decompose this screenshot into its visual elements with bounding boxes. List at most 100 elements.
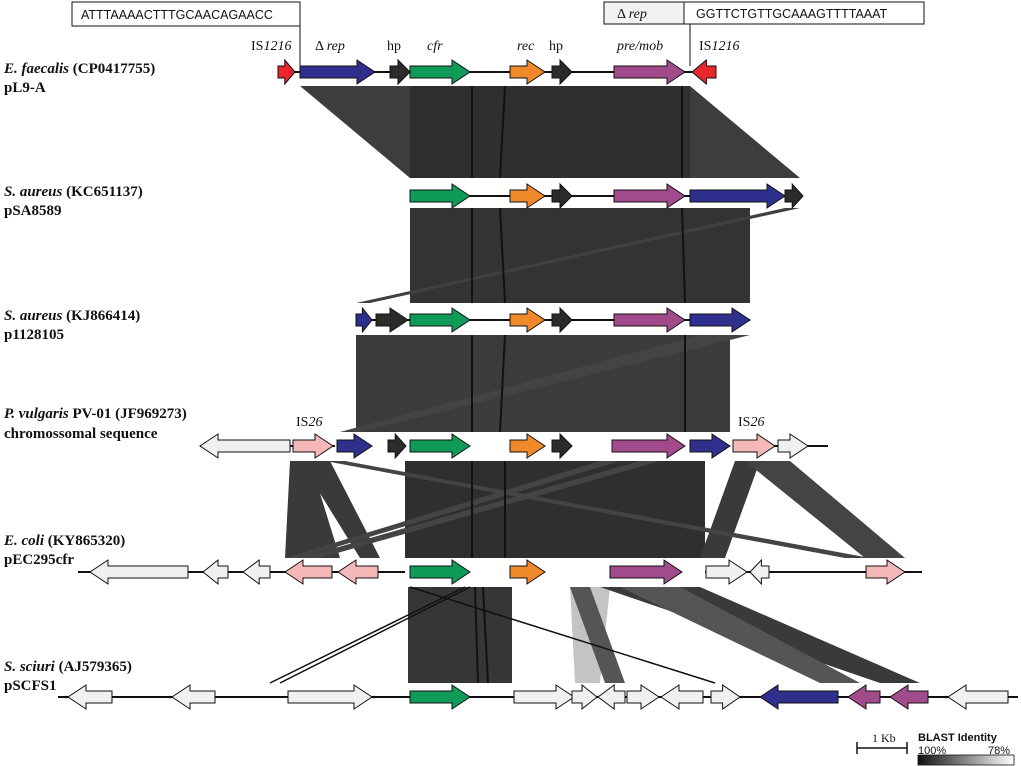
scale-bar: 1 Kb: [856, 731, 908, 754]
gene-delta-rep: [299, 59, 376, 85]
scale-bar-label: 1 Kb: [872, 731, 896, 745]
gene-hp: [375, 307, 409, 333]
gene-rep: [689, 183, 786, 209]
homology-block: [325, 461, 870, 558]
track-2-name: pSA8589: [4, 203, 62, 219]
gene-other: [597, 684, 626, 710]
label-is26-right: IS26: [738, 415, 764, 430]
gene-rep: [689, 307, 751, 333]
gene-rep: [336, 433, 373, 459]
gene-hp: [551, 432, 573, 460]
label-pre-mob: pre/mob: [616, 39, 663, 54]
gene-other: [626, 684, 660, 710]
track-5-organism: E. coli (KY865320): [3, 533, 125, 549]
homology-block: [356, 208, 800, 303]
gene-hp: [551, 306, 573, 334]
gene-is26: [292, 433, 334, 459]
label-is26-left: IS26: [296, 415, 322, 430]
homology-block: [285, 461, 340, 558]
gene-other: [749, 558, 770, 586]
track-6-name: pSCFS1: [4, 678, 57, 694]
blast-identity-legend: BLAST Identity 100% 78%: [917, 732, 1015, 766]
homology-block: [405, 461, 705, 558]
gene-other: [89, 559, 189, 585]
blast-homology-layer: [269, 85, 920, 684]
gene-pre-mob: [847, 684, 881, 710]
homology-line: [269, 586, 466, 684]
gene-pre-mob: [613, 183, 686, 209]
gene-cfr: [409, 684, 471, 710]
legend-title: BLAST Identity: [918, 732, 998, 744]
gene-cfr: [409, 307, 471, 333]
label-cfr: cfr: [427, 39, 443, 54]
gene-other: [202, 558, 229, 586]
gene-other: [513, 684, 575, 710]
gene-pre-mob: [889, 684, 929, 710]
gene-cfr: [409, 433, 471, 459]
track-3-name: p1128105: [4, 327, 64, 343]
gene-other: [171, 684, 216, 710]
homology-block: [700, 461, 760, 558]
homology-block: [410, 86, 690, 178]
gene-is1216: [691, 58, 717, 86]
track-labels: E. faecalis (CP0417755) pL9-A S. aureus …: [3, 61, 187, 694]
homology-block: [285, 461, 620, 558]
gene-rec: [509, 559, 546, 585]
gene-other: [67, 684, 113, 710]
label-is1216-left: IS1216: [251, 39, 291, 54]
gene-hp: [551, 182, 573, 210]
gene-rec: [509, 59, 546, 85]
track-5-name: pEC295cfr: [4, 552, 74, 568]
label-delta-rep: Δ rep: [315, 39, 345, 54]
gene-cfr: [409, 183, 471, 209]
homology-block: [570, 587, 625, 683]
gene-rec: [509, 183, 546, 209]
track-2-organism: S. aureus (KC651137): [4, 184, 143, 200]
legend-gradient: [917, 754, 1015, 766]
homology-block: [340, 335, 750, 432]
gene-hp: [551, 58, 573, 86]
gene-pre-mob: [613, 307, 686, 333]
junction-sequence-left: ATTTAAAACTTTGCAACAGAACC: [71, 1, 301, 66]
gene-cfr: [409, 559, 471, 585]
label-hp-1: hp: [387, 39, 401, 54]
track-4-name: chromossomal sequence: [4, 426, 158, 442]
homology-line: [681, 207, 686, 304]
gene-rep: [759, 684, 839, 710]
homology-block: [745, 461, 905, 558]
gene-hp: [389, 58, 411, 86]
homology-line: [499, 334, 506, 433]
homology-line: [482, 586, 489, 684]
gene-is26: [337, 559, 379, 585]
label-is1216-right: IS1216: [699, 39, 739, 54]
label-hp-2: hp: [549, 39, 563, 54]
gene-is26: [284, 559, 333, 585]
gene-other: [947, 684, 1009, 710]
gene-other: [710, 684, 741, 710]
gene-pre-mob: [609, 559, 683, 585]
legend-max: 100%: [918, 745, 946, 757]
gene-other: [571, 683, 598, 711]
right-junction-sequence: GGTTCTGTTGCAAAGTTTTAAAT: [696, 7, 888, 21]
gene-other: [705, 559, 748, 585]
track-1-organism: E. faecalis (CP0417755): [3, 61, 155, 77]
gene-other: [242, 559, 271, 585]
gene-labels-top: IS1216 Δ rep hp cfr rec hp pre/mob IS121…: [251, 39, 764, 430]
legend-min: 78%: [988, 745, 1010, 757]
homology-line: [499, 207, 506, 304]
homology-line: [409, 586, 716, 684]
track-3-organism: S. aureus (KJ866414): [4, 308, 140, 324]
gene-other: [287, 684, 373, 710]
gene-hp: [387, 432, 407, 460]
gene-rep: [355, 306, 373, 334]
homology-line: [474, 586, 479, 684]
homology-block: [620, 587, 860, 683]
gene-pre-mob: [613, 59, 686, 85]
right-junction-rep-label: Δ rep: [617, 7, 647, 22]
gene-other: [660, 684, 704, 710]
junction-sequence-right: Δ rep GGTTCTGTTGCAAAGTTTTAAAT: [603, 1, 925, 66]
homology-block: [300, 461, 380, 558]
gene-is26: [865, 559, 906, 585]
gene-is1216: [277, 58, 296, 86]
